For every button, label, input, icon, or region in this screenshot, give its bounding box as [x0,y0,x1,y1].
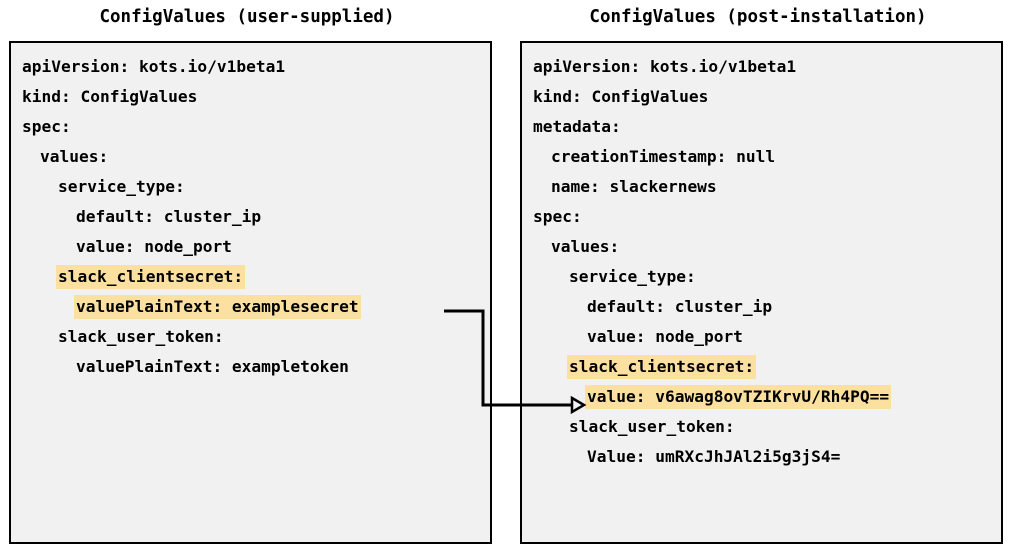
code-line-text: kind: ConfigValues [533,87,709,106]
code-line-text: values: [551,237,620,256]
code-line-text: service_type: [569,267,696,286]
code-line: slack_clientsecret: [11,262,490,292]
code-line-text: creationTimestamp: null [551,147,776,166]
code-line: spec: [11,112,490,142]
code-line: value: node_port [11,232,490,262]
code-line-text: value: node_port [587,327,743,346]
code-line-text: valuePlainText: exampletoken [76,357,349,376]
code-line-text: slack_user_token: [58,327,224,346]
code-line-text: slack_clientsecret: [58,265,244,289]
code-line-text: default: cluster_ip [76,207,262,226]
code-box-user-supplied: apiVersion: kots.io/v1beta1 kind: ConfigV… [9,41,492,544]
code-line: default: cluster_ip [11,202,490,232]
code-line: name: slackernews [522,172,1001,202]
code-line: slack_user_token: [522,412,1001,442]
code-line: value: v6awag8ovTZIKrvU/Rh4PQ== [522,382,1001,412]
code-line-text: name: slackernews [551,177,717,196]
code-line: default: cluster_ip [522,292,1001,322]
code-line-text: values: [40,147,109,166]
panel-post-installation: ConfigValues (post-installation) apiVers… [511,0,1005,559]
code-line: kind: ConfigValues [11,82,490,112]
code-box-post-installation: apiVersion: kots.io/v1beta1 kind: ConfigV… [520,41,1003,544]
code-line-text: valuePlainText: examplesecret [76,295,359,319]
code-line: values: [522,232,1001,262]
code-line: kind: ConfigValues [522,82,1001,112]
code-line: Value: umRXcJhJAl2i5g3jS4= [522,442,1001,472]
code-line: creationTimestamp: null [522,142,1001,172]
code-line-text: value: node_port [76,237,232,256]
code-line: apiVersion: kots.io/v1beta1 [522,52,1001,82]
code-line-text: metadata: [533,117,621,136]
code-line-text: slack_clientsecret: [569,355,755,379]
code-lines-post-installation: apiVersion: kots.io/v1beta1 kind: ConfigV… [522,52,1001,472]
code-line-text: spec: [533,207,582,226]
code-line-text: service_type: [58,177,185,196]
code-line: service_type: [522,262,1001,292]
code-line: valuePlainText: examplesecret [11,292,490,322]
code-line: spec: [522,202,1001,232]
code-line-text: value: v6awag8ovTZIKrvU/Rh4PQ== [587,385,890,409]
code-line: slack_user_token: [11,322,490,352]
code-line-text: slack_user_token: [569,417,735,436]
code-line: service_type: [11,172,490,202]
code-line: value: node_port [522,322,1001,352]
code-line: values: [11,142,490,172]
code-line-text: spec: [22,117,71,136]
code-line: metadata: [522,112,1001,142]
code-line-text: apiVersion: kots.io/v1beta1 [533,57,797,76]
code-line-text: apiVersion: kots.io/v1beta1 [22,57,286,76]
code-line-text: Value: umRXcJhJAl2i5g3jS4= [587,447,841,466]
code-line: apiVersion: kots.io/v1beta1 [11,52,490,82]
panel-user-supplied: ConfigValues (user-supplied) apiVersion:… [0,0,494,559]
code-line-text: default: cluster_ip [587,297,773,316]
code-line: valuePlainText: exampletoken [11,352,490,382]
code-line-text: kind: ConfigValues [22,87,198,106]
panel-title-post-installation: ConfigValues (post-installation) [589,7,927,27]
panel-title-user-supplied: ConfigValues (user-supplied) [99,7,395,27]
code-lines-user-supplied: apiVersion: kots.io/v1beta1 kind: ConfigV… [11,52,490,382]
code-line: slack_clientsecret: [522,352,1001,382]
